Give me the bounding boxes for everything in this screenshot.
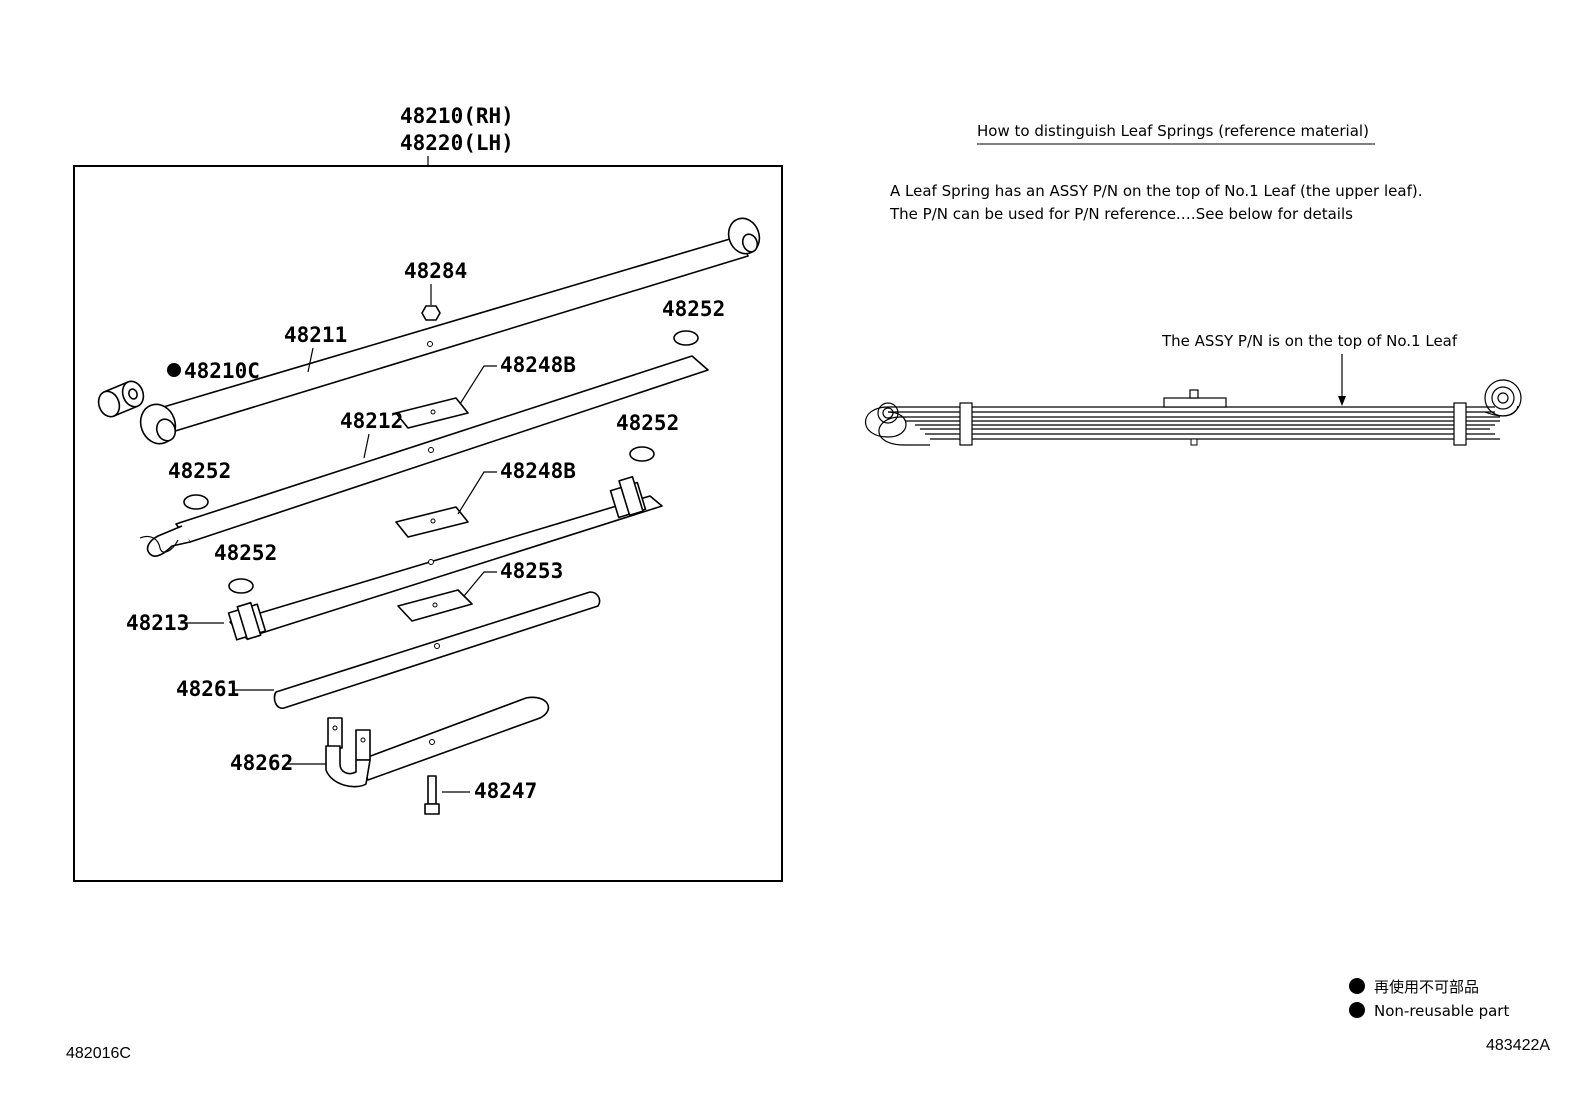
assembly-lh-label: 48220(LH) xyxy=(400,131,514,155)
label-48284: 48284 xyxy=(404,259,467,283)
leaf-48261 xyxy=(273,591,601,709)
reference-line-1: A Leaf Spring has an ASSY P/N on the top… xyxy=(890,182,1422,200)
nut-48284 xyxy=(421,305,441,321)
label-48210c: 48210C xyxy=(184,359,260,383)
bolt-48247 xyxy=(424,775,440,815)
assembly-frame xyxy=(73,165,783,882)
diagram-code-left: 482016C xyxy=(66,1045,131,1062)
reference-callout: The ASSY P/N is on the top of No.1 Leaf xyxy=(1161,332,1458,350)
label-48212: 48212 xyxy=(340,409,403,433)
leaf-48211 xyxy=(139,217,761,445)
label-48248b-a: 48248B xyxy=(500,353,576,377)
label-48247: 48247 xyxy=(474,779,537,803)
legend-dot-en xyxy=(1349,1002,1365,1018)
reference-title: How to distinguish Leaf Springs (referen… xyxy=(977,122,1369,140)
leaf-48262 xyxy=(325,696,550,788)
label-48211: 48211 xyxy=(284,323,347,347)
diagram-code-right: 483422A xyxy=(1486,1037,1550,1054)
label-48252-a: 48252 xyxy=(662,297,725,321)
label-48252-b: 48252 xyxy=(616,411,679,435)
leaf-48212 xyxy=(139,355,709,557)
legend-dot-jp xyxy=(1349,978,1365,994)
leaf-spring-side-view xyxy=(864,379,1522,446)
label-48253: 48253 xyxy=(500,559,563,583)
pad-48252-right-middle xyxy=(629,446,655,462)
legend-jp: 再使用不可部品 xyxy=(1374,978,1479,996)
non-reusable-dot-48210c xyxy=(167,363,181,377)
bushing-48210c xyxy=(97,380,145,418)
label-48213: 48213 xyxy=(126,611,189,635)
pad-48252-lower-left xyxy=(228,578,254,594)
label-48261: 48261 xyxy=(176,677,239,701)
pad-48252-top-right xyxy=(673,330,699,346)
callout-arrowhead xyxy=(1338,396,1346,406)
reference-line-2: The P/N can be used for P/N reference.…S… xyxy=(889,205,1353,223)
leaf-48213 xyxy=(227,475,663,641)
label-48248b-b: 48248B xyxy=(500,459,576,483)
pad-48252-left-middle xyxy=(183,494,209,510)
label-48252-d: 48252 xyxy=(214,541,277,565)
label-48262: 48262 xyxy=(230,751,293,775)
assembly-rh-label: 48210(RH) xyxy=(400,104,514,128)
legend-en: Non-reusable part xyxy=(1374,1002,1509,1020)
label-48252-c: 48252 xyxy=(168,459,231,483)
